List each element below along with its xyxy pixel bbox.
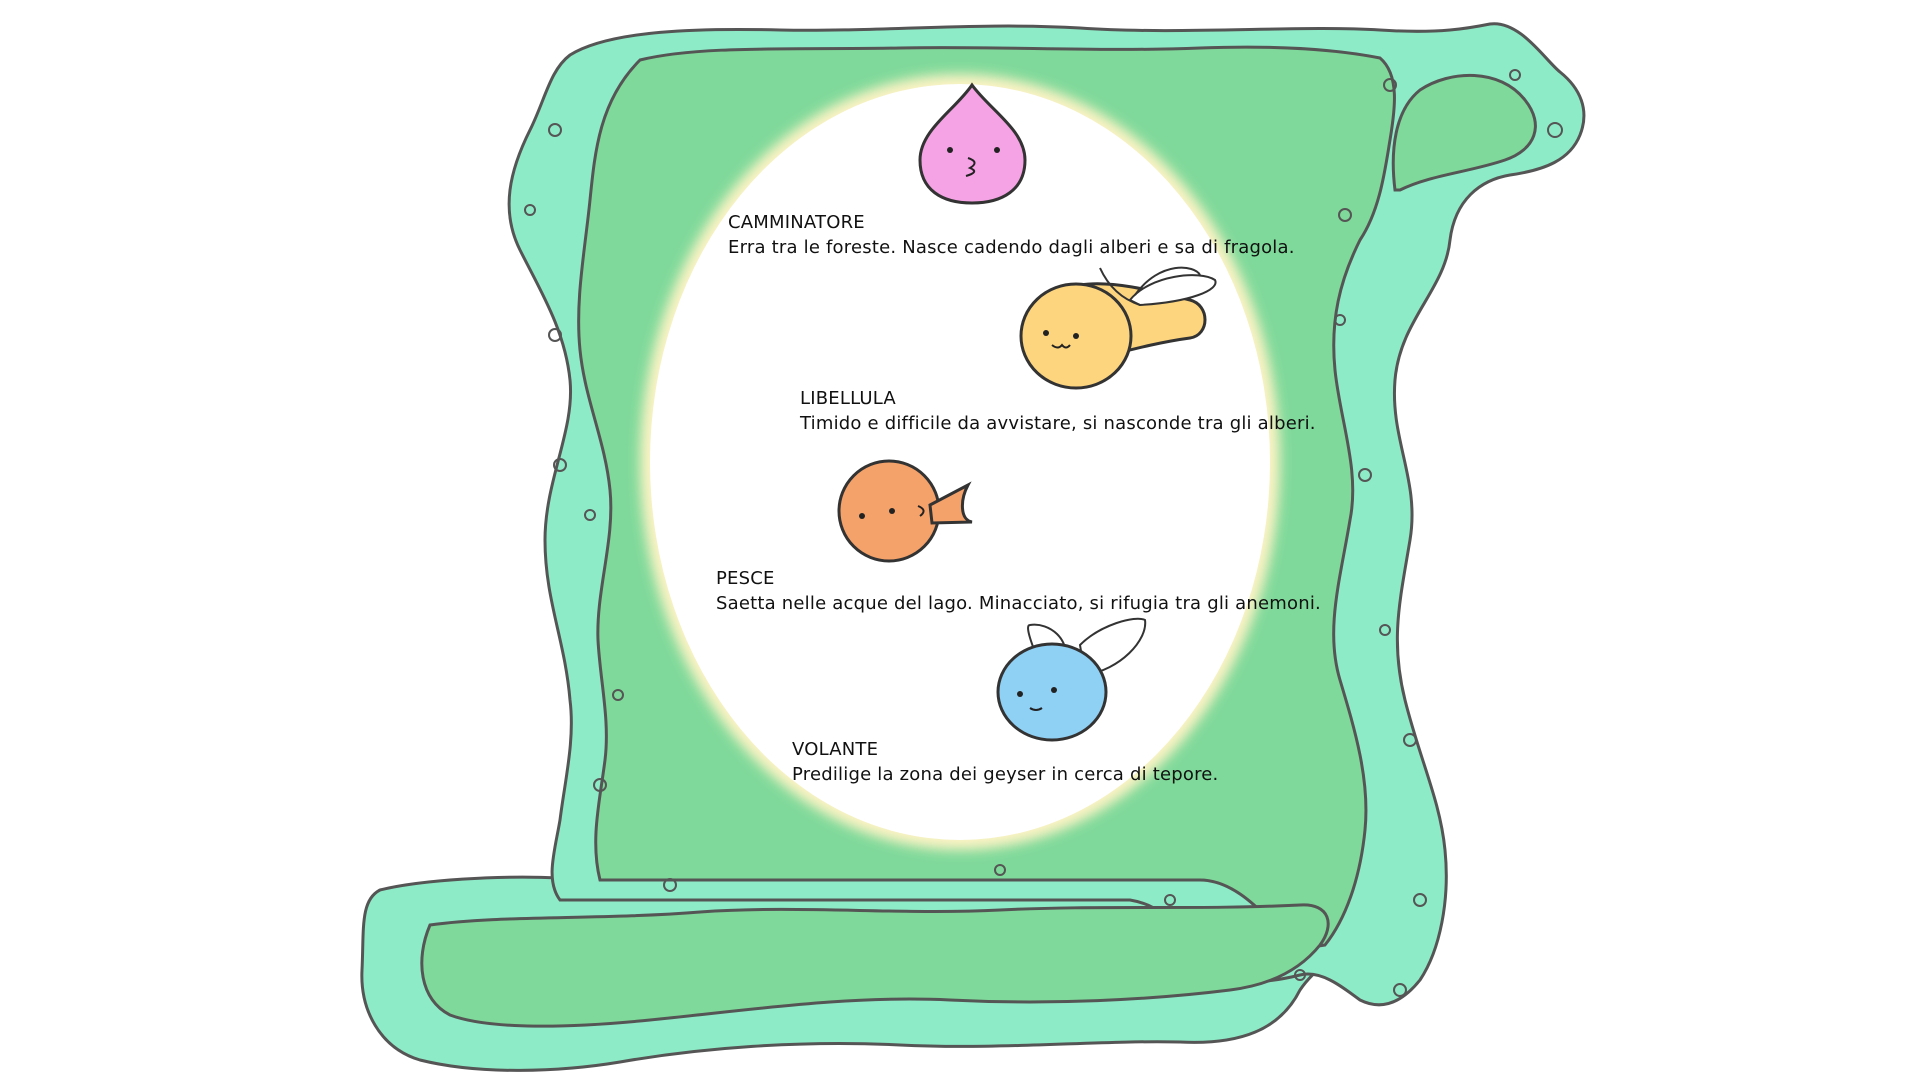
entry-name: PESCE (716, 568, 775, 589)
entry-description: Erra tra le foreste. Nasce cadendo dagli… (728, 237, 1295, 258)
bubble-decorations (524, 69, 1563, 997)
blue-winged-creature-icon (996, 617, 1147, 742)
entry-description: Timido e difficile da avvistare, si nasc… (800, 413, 1316, 434)
entry-name: VOLANTE (792, 739, 879, 760)
entry-description: Saetta nelle acque del lago. Minacciato,… (716, 593, 1321, 614)
orange-fish-creature-icon (837, 459, 973, 563)
entry-name: LIBELLULA (800, 388, 896, 409)
entry-description: Predilige la zona dei geyser in cerca di… (792, 764, 1219, 785)
scroll-bottom-inner (420, 903, 1330, 1028)
yellow-dragonfly-creature-icon (1019, 266, 1217, 390)
bestiary-entry-pesce: PESCE Saetta nelle acque del lago. Minac… (716, 566, 1321, 616)
entry-name: CAMMINATORE (728, 212, 865, 233)
scroll-top-curl (1391, 74, 1537, 192)
pink-drop-creature-icon (918, 82, 1027, 205)
bestiary-entry-libellula: LIBELLULA Timido e difficile da avvistar… (800, 386, 1316, 436)
bestiary-entry-camminatore: CAMMINATORE Erra tra le foreste. Nasce c… (728, 210, 1295, 260)
bestiary-entry-volante: VOLANTE Predilige la zona dei geyser in … (792, 737, 1218, 787)
